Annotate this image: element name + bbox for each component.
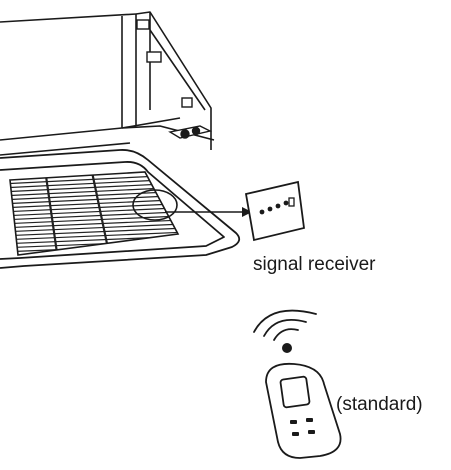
remote-type-label: (standard) [336, 394, 423, 415]
signal-receiver-module [244, 180, 305, 242]
receiver-window [132, 189, 178, 221]
unit-fittings [136, 19, 213, 139]
signal-receiver-label: signal receiver [253, 254, 376, 275]
grille-frame [9, 171, 180, 256]
remote-controller-icon [265, 362, 342, 459]
wireless-signal-icon [253, 309, 317, 353]
pointer-arrow [165, 207, 252, 217]
